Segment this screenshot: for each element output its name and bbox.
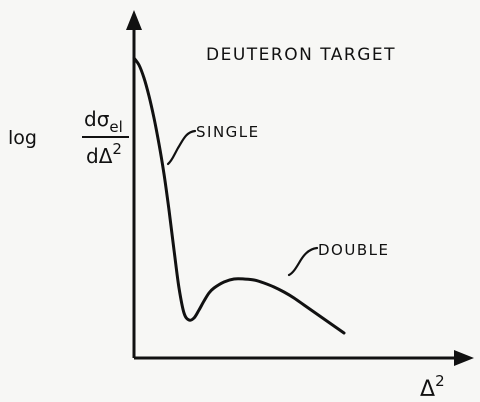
x-label-superscript: 2 <box>435 372 445 390</box>
y-label-prefix: log <box>8 127 37 149</box>
y-label-denominator: dΔ2 <box>86 140 122 168</box>
annotation-double-label: DOUBLE <box>318 241 389 259</box>
y-axis-arrowhead <box>126 10 142 30</box>
y-label-numerator-main: dσ <box>84 107 110 131</box>
annotation-double-leader <box>287 246 319 277</box>
chart-title: DEUTERON TARGET <box>206 45 396 65</box>
y-label-numerator-subscript: el <box>109 118 122 136</box>
annotation-single-leader <box>166 129 197 166</box>
y-label-denominator-main: dΔ <box>86 144 113 168</box>
x-label-main: Δ <box>420 377 435 402</box>
y-label-denominator-superscript: 2 <box>112 140 122 158</box>
y-axis-label: log dσel dΔ2 <box>8 107 129 168</box>
series-line <box>132 56 346 335</box>
annotation-single-label: SINGLE <box>196 123 260 141</box>
y-label-numerator: dσel <box>84 107 123 136</box>
x-axis-label: Δ2 <box>420 372 445 402</box>
x-axis-arrowhead <box>454 350 474 366</box>
